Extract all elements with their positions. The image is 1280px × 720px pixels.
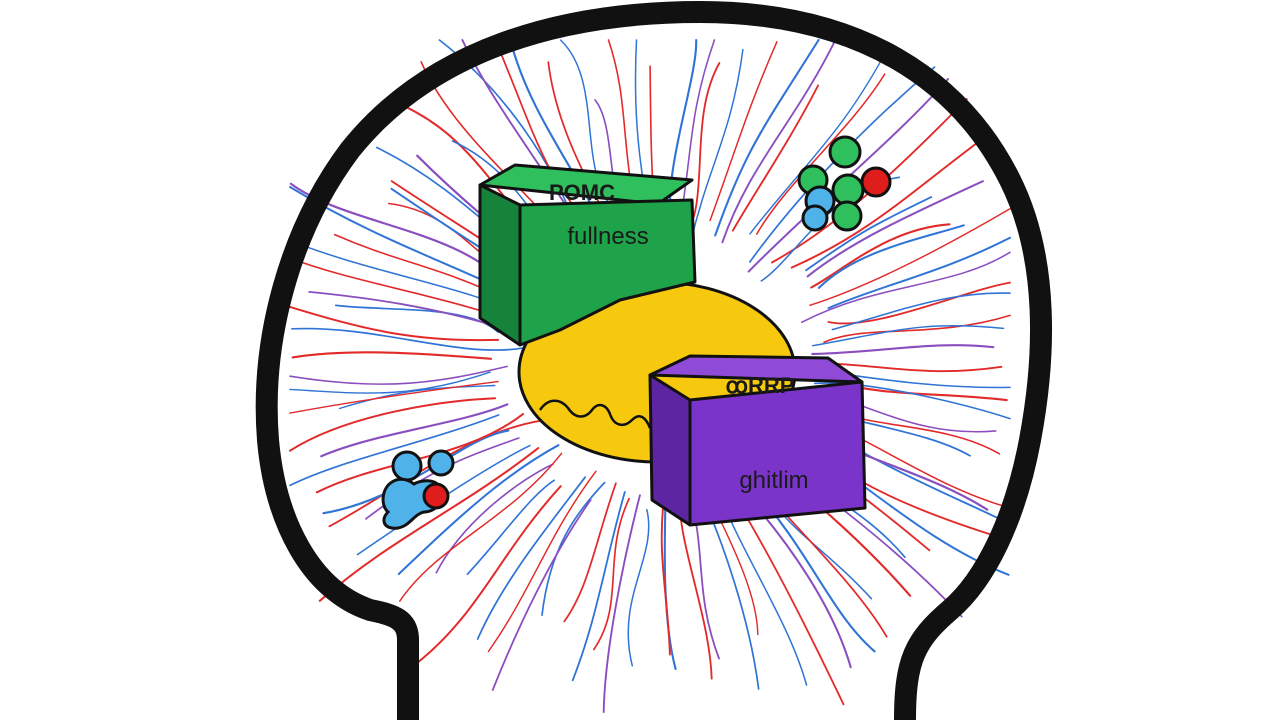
nerve-fiber [731,84,820,232]
nerve-fiber [289,380,499,414]
pomc-box-side [478,183,522,347]
nerve-fiber [805,196,933,272]
nerve-fiber [627,508,650,667]
nerve-fiber [593,497,630,651]
nerve-fiber [315,413,525,494]
nerve-fiber [399,452,563,602]
nerve-fiber [320,403,509,458]
purple-box: ꝏRRP ghitlim [648,354,867,527]
purple-box-front [688,380,867,527]
nerve-fiber [466,479,556,576]
molecule-atom [427,449,455,477]
pomc-box-top [478,163,694,206]
nerve-fiber [660,493,671,656]
nerve-fiber [809,208,1011,307]
molecule-atom [391,450,423,482]
nerve-fiber [397,444,560,576]
molecule-atom [828,135,862,169]
molecule-atom [801,204,829,232]
nerve-fiber [413,485,562,666]
nerve-fiber [749,44,891,235]
purple-box-side [648,373,692,527]
nerve-fiber [811,344,995,356]
nerve-fiber [571,491,626,682]
nerve-fiber [800,251,1011,324]
purple-box-subtitle: ghitlim [739,467,808,494]
pomc-box-title: POMC [549,180,615,205]
nerve-fiber [747,78,950,273]
nerve-fiber [823,314,1011,344]
purple-box-top [648,354,864,384]
nerve-fiber [679,39,716,221]
pomc-box-front [518,198,697,347]
nerve-fiber [709,41,778,222]
pomc-box: POMC fullness [478,163,697,347]
nerve-fiber [721,39,837,244]
head-outline [255,1,1052,720]
wavy-connector [538,399,652,429]
molecule-cluster-upper-right [797,135,892,232]
nerve-fiber [827,281,1011,325]
molecule-atom [422,482,450,510]
nerve-fiber [289,414,500,487]
nerve-fiber [289,371,491,394]
molecule-atom [831,173,865,207]
nerve-fiber [806,180,984,278]
nerve-fiber [322,429,510,515]
nerve-fiber [541,481,606,617]
nerve-fiber [476,476,586,640]
nerve-fiber [435,463,554,574]
nerve-fiber [289,397,497,452]
nerve-fiber [756,73,886,235]
nerve-fiber [831,292,1011,331]
nerve-fiber [289,365,508,385]
nerve-fiber [714,38,820,237]
nerve-fiber [790,137,985,269]
nerve-fiber [487,470,597,653]
nerve-fiber [602,494,641,713]
nerve-fiber [689,48,744,244]
nerve-fiber [318,447,540,602]
molecule-cluster-lower-left [381,449,455,530]
nerve-fiber [308,291,511,332]
nerve-fiber [810,223,951,289]
nerve-fiber [291,351,493,360]
molecule-atom [831,200,863,232]
nerve-fiber [338,384,496,410]
nerve-fiber [817,224,965,289]
nerve-fiber [811,324,1005,347]
nerve-fiber [827,236,1011,310]
purple-box-title: ꝏRRP [726,373,795,398]
nerve-fiber [563,482,617,623]
molecule-atom [860,166,892,198]
nerve-fiber [289,305,500,342]
nerve-fiber [356,444,531,556]
nerve-fiber [822,362,1003,373]
nerve-fiber [491,499,592,691]
pomc-box-subtitle: fullness [567,223,648,250]
nerve-fiber [291,327,524,351]
